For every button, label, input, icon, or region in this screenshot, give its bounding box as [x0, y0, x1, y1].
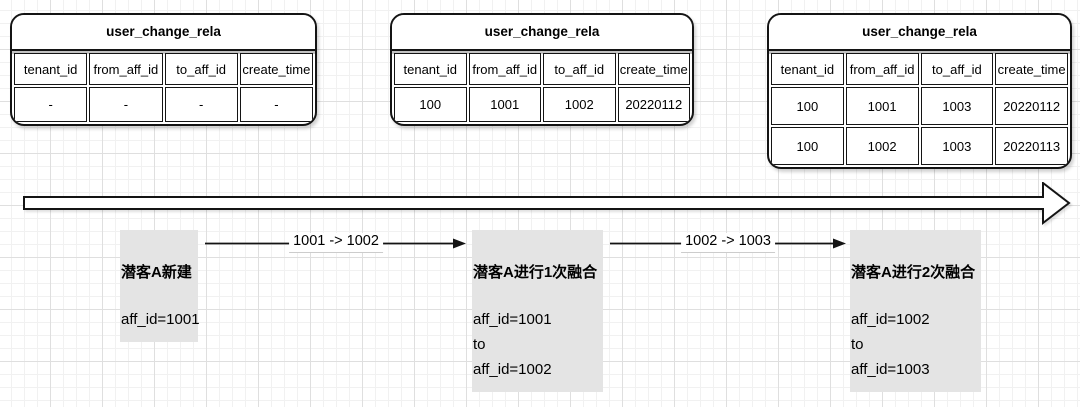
- column-header: from_aff_id: [89, 53, 163, 85]
- column-header: tenant_id: [14, 53, 88, 85]
- column-header: tenant_id: [394, 53, 467, 85]
- table-cell: 1003: [920, 87, 994, 125]
- note-line: aff_id=1003: [851, 361, 930, 378]
- table-cell: -: [89, 87, 163, 122]
- note-line: aff_id=1002: [473, 361, 552, 378]
- table-grid: tenant_id from_aff_id to_aff_id create_t…: [12, 51, 315, 124]
- note-body: aff_id=1001 to aff_id=1002: [473, 307, 603, 382]
- column-header: to_aff_id: [543, 53, 616, 85]
- timeline-block-arrow: [23, 182, 1071, 226]
- column-header: create_time: [617, 53, 690, 85]
- table-cell: 20220112: [617, 87, 690, 122]
- table-cell: 1001: [468, 87, 541, 122]
- table-cell: 100: [394, 87, 467, 122]
- note-body: aff_id=1001: [121, 307, 200, 332]
- table-user-change-rela-1: user_change_rela tenant_id from_aff_id t…: [10, 13, 317, 126]
- note-title: 潜客A新建: [121, 264, 192, 281]
- note-line: aff_id=1001: [121, 311, 200, 328]
- table-cell: 20220112: [995, 87, 1068, 125]
- timeline-arrow-shape: [23, 182, 1071, 226]
- column-header: create_time: [239, 53, 313, 85]
- table-cell: 20220113: [995, 127, 1068, 165]
- note-box-created: 潜客A新建 aff_id=1001: [120, 230, 200, 342]
- note-body: aff_id=1002 to aff_id=1003: [851, 307, 981, 382]
- table-title: user_change_rela: [12, 15, 315, 51]
- arrowhead-icon: [833, 238, 846, 249]
- table-cell: 1002: [543, 87, 616, 122]
- note-box-second-merge: 潜客A进行2次融合 aff_id=1002 to aff_id=1003: [850, 230, 981, 392]
- note-line: to: [473, 336, 486, 353]
- column-header: to_aff_id: [920, 53, 994, 85]
- table-grid: tenant_id from_aff_id to_aff_id create_t…: [769, 51, 1070, 167]
- column-header: create_time: [995, 53, 1068, 85]
- note-title: 潜客A进行2次融合: [851, 264, 976, 281]
- column-header: to_aff_id: [164, 53, 238, 85]
- column-header: from_aff_id: [468, 53, 541, 85]
- table-cell: -: [14, 87, 88, 122]
- table-user-change-rela-3: user_change_rela tenant_id from_aff_id t…: [767, 13, 1072, 169]
- table-cell: 100: [771, 87, 844, 125]
- note-line: aff_id=1001: [473, 311, 552, 328]
- table-cell: -: [239, 87, 313, 122]
- column-header: from_aff_id: [845, 53, 919, 85]
- table-cell: 1001: [845, 87, 919, 125]
- edge-label: 1001 -> 1002: [289, 233, 383, 253]
- table-user-change-rela-2: user_change_rela tenant_id from_aff_id t…: [390, 13, 694, 126]
- arrowhead-icon: [453, 238, 466, 249]
- column-header: tenant_id: [771, 53, 844, 85]
- table-cell: -: [164, 87, 238, 122]
- note-box-first-merge: 潜客A进行1次融合 aff_id=1001 to aff_id=1002: [472, 230, 603, 392]
- note-line: to: [851, 336, 864, 353]
- table-title: user_change_rela: [392, 15, 692, 51]
- note-title: 潜客A进行1次融合: [473, 264, 598, 281]
- table-grid: tenant_id from_aff_id to_aff_id create_t…: [392, 51, 692, 124]
- table-cell: 1002: [845, 127, 919, 165]
- table-title: user_change_rela: [769, 15, 1070, 51]
- table-cell: 1003: [920, 127, 994, 165]
- table-cell: 100: [771, 127, 844, 165]
- note-line: aff_id=1002: [851, 311, 930, 328]
- edge-label: 1002 -> 1003: [681, 233, 775, 253]
